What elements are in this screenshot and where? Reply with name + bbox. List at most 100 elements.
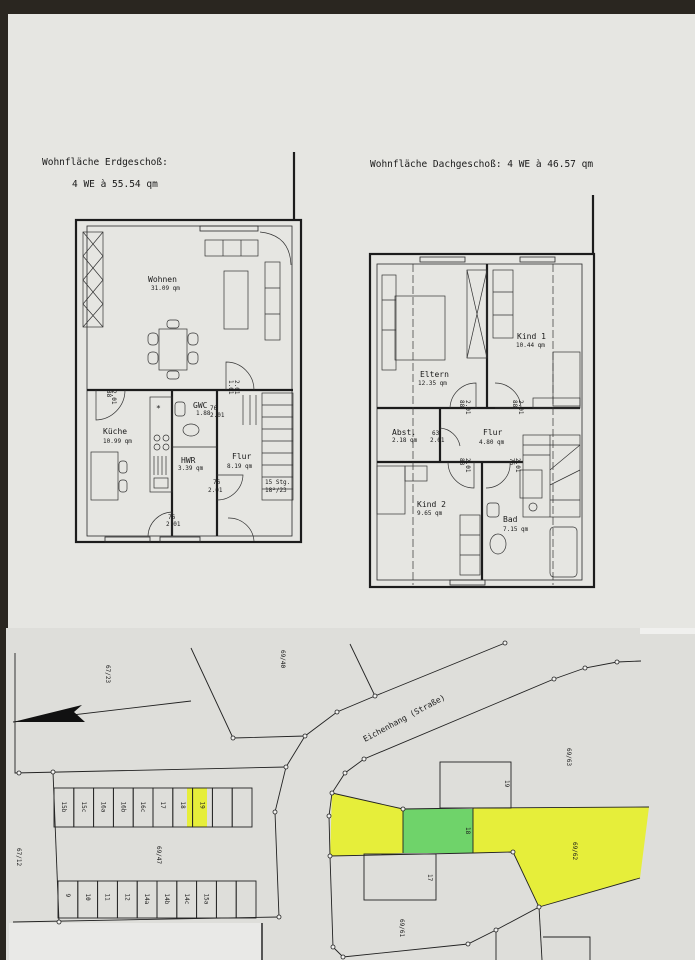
svg-text:2.01: 2.01 (464, 458, 471, 473)
staircase-icon (522, 434, 581, 518)
wardrobe-icon (466, 269, 514, 359)
kitchen-counter-icon: * (149, 396, 173, 493)
bed-icon (532, 351, 581, 409)
room-area: 4.80 qm (479, 439, 505, 446)
garage-label: 16c (139, 802, 146, 813)
garage-label: 15a (203, 894, 210, 905)
highlight-yellow-garden (473, 807, 649, 907)
room-area: 9.65 qm (417, 510, 443, 517)
svg-text:69/63: 69/63 (565, 748, 572, 766)
svg-text:2.01: 2.01 (166, 521, 181, 528)
room-label: Küche (103, 427, 127, 436)
svg-text:67/23: 67/23 (104, 665, 111, 683)
svg-text:2.01: 2.01 (464, 400, 471, 415)
room-area: 2.18 qm (392, 437, 418, 444)
north-arrow-icon (12, 700, 192, 723)
svg-text:1.01: 1.01 (227, 380, 234, 395)
svg-text:2.01: 2.01 (514, 458, 521, 473)
survey-points (16, 640, 620, 960)
building-17 (363, 853, 437, 901)
garage-label: 14a (143, 894, 150, 905)
garage-label: 14b (163, 894, 170, 905)
svg-text:*: * (156, 404, 161, 413)
bed-icon (376, 465, 481, 576)
room-label: Eltern (420, 370, 449, 379)
garage-label: 10 (84, 894, 91, 902)
highlight-green-house (403, 809, 473, 853)
svg-text:88: 88 (458, 458, 465, 466)
highlighted-garage (187, 788, 207, 827)
garage-label: 9 (64, 894, 71, 898)
room-label: Wohnen (148, 275, 177, 284)
bathroom-fixtures-icon (486, 469, 578, 578)
garage-label: 19 (199, 802, 206, 810)
dining-table-icon (147, 319, 199, 380)
svg-text:76: 76 (508, 458, 515, 466)
svg-text:76: 76 (210, 405, 218, 412)
room-label: Abst. (392, 428, 416, 437)
kitchen-table-icon (90, 451, 128, 501)
garage-slot (235, 880, 257, 919)
attic-floor-title: Wohnfläche Dachgeschoß: 4 WE à 46.57 qm (370, 159, 593, 170)
room-area: 8.19 qm (227, 463, 253, 470)
sofa-icon (204, 231, 292, 341)
svg-text:76: 76 (168, 514, 176, 521)
svg-text:2.01: 2.01 (208, 487, 223, 494)
room-label: GWC (193, 401, 208, 410)
svg-text:67/12: 67/12 (15, 848, 22, 866)
svg-text:88: 88 (458, 400, 465, 408)
garage-label: 17 (159, 802, 166, 810)
ground-floor-title: Wohnfläche Erdgeschoß: (42, 157, 168, 168)
room-label: HWR (181, 456, 196, 465)
svg-text:76: 76 (213, 479, 221, 486)
room-area: 31.09 qm (151, 285, 180, 292)
ground-floor-subtitle: 4 WE à 55.54 qm (72, 179, 158, 190)
svg-text:69/47: 69/47 (155, 846, 162, 864)
attic-floor-plan: Wohnfläche Dachgeschoß: 4 WE à 46.57 qm (368, 159, 596, 589)
svg-text:2.01: 2.01 (210, 412, 225, 419)
garage-label: 11 (104, 894, 111, 902)
svg-text:2.01: 2.01 (110, 390, 117, 405)
room-area: 3.39 qm (178, 465, 204, 472)
door-swings (439, 382, 522, 489)
svg-text:2.01: 2.01 (517, 400, 524, 415)
garage-label: 14c (183, 894, 190, 905)
garage-slot (231, 787, 253, 828)
room-area: 12.35 qm (418, 380, 447, 387)
garage-row-top: 15b 15c 16a 16b 16c 17 18 19 (53, 787, 253, 828)
room-area: 10.44 qm (516, 342, 545, 349)
door-swings (95, 361, 255, 542)
svg-text:2.01: 2.01 (430, 437, 445, 444)
garage-label: 16a (100, 802, 107, 813)
garage-label: 18 (179, 802, 186, 810)
building-labels: 19 18 17 (426, 780, 510, 882)
svg-text:19: 19 (503, 780, 510, 788)
garage-label: 15c (80, 802, 87, 813)
highlight-yellow-front (330, 793, 403, 856)
staircase-icon (242, 392, 294, 501)
garage-label: 15b (60, 802, 67, 813)
garage-row-bottom: 9 10 11 12 14a 14b 14c 15a (57, 880, 257, 919)
building-19 (439, 761, 512, 809)
double-bed-icon (381, 274, 446, 371)
svg-text:69/40: 69/40 (279, 650, 286, 668)
site-plan-sheet (6, 628, 695, 960)
stairs-steps: 15 Stg. (265, 479, 290, 486)
room-label: Flur (483, 428, 502, 437)
garage-label: 16b (119, 802, 126, 813)
floor-plan-sheet (8, 14, 695, 632)
room-label: Kind 2 (417, 500, 446, 509)
svg-text:2.01: 2.01 (233, 380, 240, 395)
coffee-table-icon (223, 270, 249, 330)
room-label: Kind 1 (517, 332, 546, 341)
ground-floor-plan: Wohnfläche Erdgeschoß: 4 WE à 55.54 qm (42, 152, 303, 544)
svg-text:69/62: 69/62 (571, 842, 578, 860)
garage-label: 12 (123, 894, 130, 902)
svg-text:63: 63 (432, 430, 440, 437)
parcel-labels: 67/23 69/40 69/63 67/12 69/47 69/61 69/6… (15, 650, 578, 937)
room-area: 7.15 qm (503, 526, 529, 533)
room-label: Flur (232, 452, 251, 461)
